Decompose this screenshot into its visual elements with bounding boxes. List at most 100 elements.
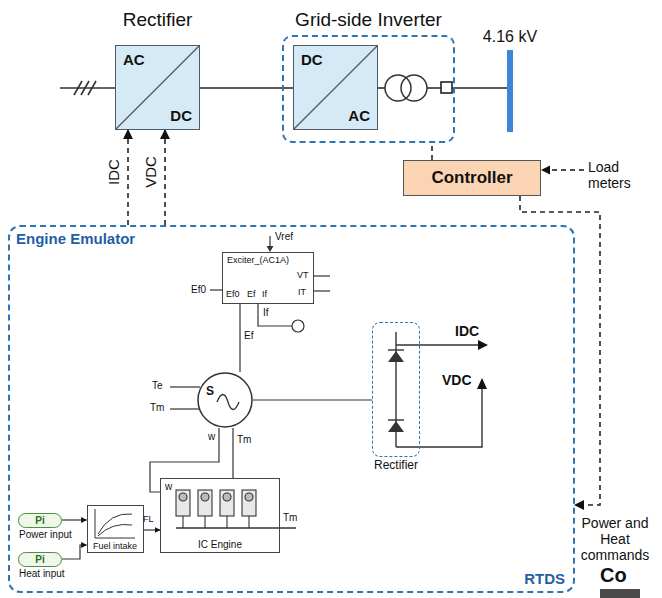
fuel-wire (144, 529, 161, 530)
piston (223, 493, 231, 501)
power-line (200, 87, 293, 89)
signal-line (549, 169, 584, 171)
piston (179, 493, 187, 501)
vref-wire (269, 236, 270, 247)
transformer-symbol (385, 75, 427, 101)
cylinder (176, 490, 190, 516)
cylinder (198, 490, 212, 516)
phase-tick (81, 81, 89, 95)
signal-name: If (263, 307, 269, 319)
signal-line (164, 130, 166, 225)
rod (182, 516, 183, 528)
signal-name: Ef0 (191, 284, 206, 296)
signal-line (431, 143, 433, 160)
bus-bar: 4.16 kV (507, 50, 513, 132)
arrow-head (478, 340, 488, 350)
box-label: Controller (431, 168, 512, 188)
frame-title: Rectifier (374, 459, 418, 473)
input-wire (62, 545, 87, 559)
rod (204, 516, 205, 528)
box-label: Exciter_(AC1A) (227, 255, 289, 265)
diode-symbol (388, 421, 404, 432)
input-pill: PiPower input (18, 513, 62, 528)
port-name: w (165, 481, 172, 493)
phase-tick (88, 81, 96, 95)
converter-box: DC AC (293, 45, 378, 130)
winding-fill (401, 75, 427, 101)
signal-label: IDC (105, 159, 122, 185)
signal-label: Power and Heat commands (579, 515, 651, 563)
signal-label: VDC (142, 156, 159, 188)
signal-name: Load meters (588, 159, 644, 191)
input-wire (62, 519, 87, 520)
block-title: Grid-side Inverter (295, 9, 442, 31)
frame-title: Engine Emulator (16, 230, 135, 247)
machine-circle: S (197, 372, 253, 428)
sine-symbol (217, 395, 239, 410)
port-label: AC (123, 51, 145, 68)
port-label: AC (348, 107, 370, 124)
three-phase-feed (60, 81, 115, 95)
torque-wire (232, 428, 233, 478)
winding (385, 75, 411, 101)
port-name: Ef (247, 289, 256, 299)
it-wire (314, 290, 330, 291)
map-curve (98, 524, 132, 536)
feed-line (60, 87, 115, 89)
diagonal-line (294, 46, 377, 129)
controller-box: Controller (403, 160, 541, 196)
block-title: Rectifier (123, 9, 193, 31)
cropped-heading: Co (600, 564, 627, 587)
pill-caption: Power input (19, 529, 72, 541)
signal-line (127, 130, 129, 225)
signal-name: Vref (275, 231, 293, 243)
signal-name: Tm (150, 402, 164, 414)
pill-label: Pi (35, 515, 44, 527)
signal-line (520, 196, 600, 505)
rod (226, 516, 227, 528)
arrow-head (541, 166, 550, 175)
machine-ring (198, 373, 252, 427)
diode-bar (388, 349, 404, 350)
machine-wire (253, 399, 372, 400)
te-wire (170, 386, 200, 387)
signal-label: Tm (237, 434, 251, 446)
signal-label: w (208, 431, 215, 443)
machine-label: S (206, 385, 214, 399)
winding (401, 75, 427, 101)
signal-name: IDC (455, 323, 479, 339)
port-name: VT (297, 270, 309, 280)
meter-symbol (292, 320, 304, 332)
engine-box: IC Engine (160, 478, 280, 553)
field-wire (239, 304, 240, 372)
rectifier-frame: Rectifier (372, 322, 420, 457)
exciter-wiring (170, 236, 330, 409)
signal-name: Te (152, 380, 163, 392)
signal-name: Ef (244, 330, 253, 342)
vt-wire (314, 275, 330, 276)
map-curve (98, 514, 132, 534)
box-label: Fuel intake (93, 541, 137, 551)
signal-label: FL (143, 514, 154, 524)
input-pill: PiHeat input (18, 552, 62, 567)
diode-bar (388, 419, 404, 420)
cylinder (220, 490, 234, 516)
port-name: If (262, 289, 267, 299)
engine-cylinders (176, 490, 296, 528)
crankshaft (176, 527, 296, 529)
arrow-head (477, 378, 487, 389)
signal-name: VDC (442, 372, 472, 388)
machine-outline (197, 372, 253, 428)
group-frame: Grid-side InverterDCAC (282, 35, 455, 143)
vdc-wire (396, 388, 482, 447)
cylinder (242, 490, 256, 516)
fuel-map (95, 509, 135, 538)
photo-thumbnail (600, 589, 640, 598)
diode-bridge (388, 332, 482, 447)
port-name: Ef0 (226, 289, 240, 299)
port-label: DC (301, 51, 323, 68)
port-name: IT (298, 287, 306, 297)
